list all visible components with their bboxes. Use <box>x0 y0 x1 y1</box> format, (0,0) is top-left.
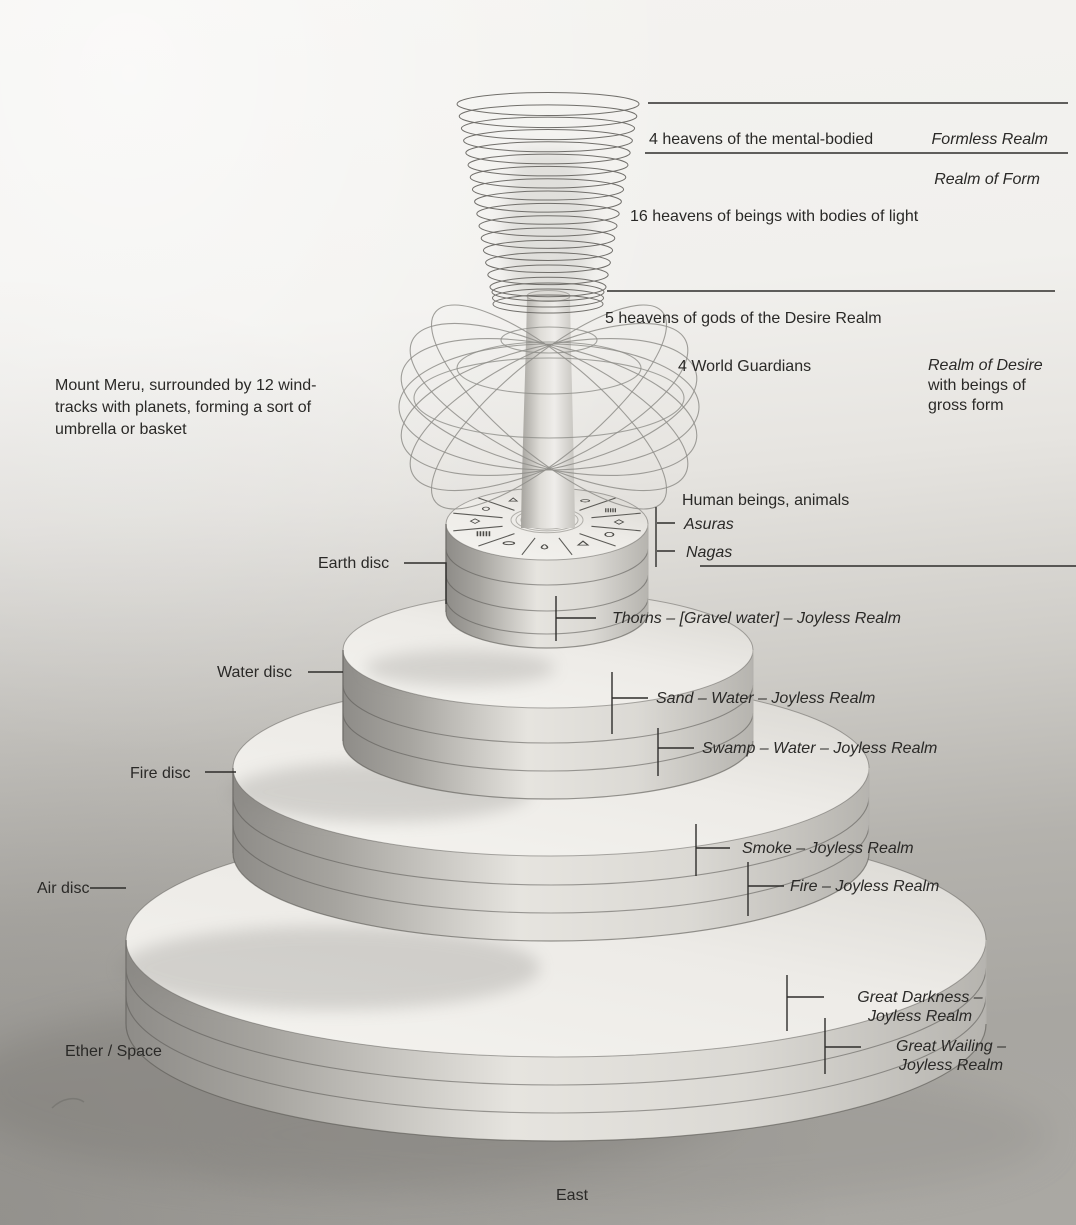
leader-fire-hell <box>747 862 784 916</box>
leader-swamp <box>657 728 694 776</box>
leader-asuras-nagas <box>655 507 675 567</box>
leader-sand <box>611 672 648 734</box>
note-line-3: umbrella or basket <box>55 421 187 438</box>
annotation-lines <box>90 102 1076 1074</box>
label-asuras: Asuras <box>684 516 734 533</box>
label-realm-of-desire-title: Realm of Desire <box>928 357 1043 374</box>
note-line-2: tracks with planets, forming a sort of <box>55 399 312 416</box>
great-darkness-line-1: Great Darkness – <box>857 989 983 1006</box>
label-human-beings: Human beings, animals <box>682 492 850 509</box>
label-realm-of-form: Realm of Form <box>934 171 1040 188</box>
leader-smoke <box>695 824 730 876</box>
label-fire-disc: Fire disc <box>130 765 191 782</box>
note-line-1: Mount Meru, surrounded by 12 wind- <box>55 377 317 394</box>
label-ether-space: Ether / Space <box>65 1043 162 1060</box>
label-four-heavens: 4 heavens of the mental-bodied <box>649 131 874 148</box>
scratch-mark <box>51 1097 85 1109</box>
great-darkness-line-2: Joyless Realm <box>867 1008 973 1025</box>
leader-great-wailing <box>824 1018 861 1074</box>
label-sand-realm: Sand – Water – Joyless Realm <box>656 690 876 707</box>
label-realm-of-desire: Realm of Desire with beings of gross for… <box>928 356 1043 416</box>
mount-meru-column <box>521 290 575 528</box>
leader-great-darkness <box>786 975 824 1031</box>
spiral-heaven-rings <box>456 92 640 314</box>
label-five-heavens: 5 heavens of gods of the Desire Realm <box>605 310 882 327</box>
label-air-disc: Air disc <box>37 880 90 897</box>
label-smoke-realm: Smoke – Joyless Realm <box>742 840 914 857</box>
label-water-disc: Water disc <box>217 664 292 681</box>
label-great-wailing-realm: Great Wailing – Joyless Realm <box>860 1037 1042 1075</box>
drum-cast-shadow <box>365 650 555 686</box>
label-fire-realm: Fire – Joyless Realm <box>790 878 940 895</box>
label-great-darkness-realm: Great Darkness – Joyless Realm <box>829 988 1011 1026</box>
label-mount-meru-note: Mount Meru, surrounded by 12 wind- track… <box>55 375 316 441</box>
great-wailing-line-2: Joyless Realm <box>898 1057 1004 1074</box>
great-wailing-line-1: Great Wailing – <box>896 1038 1006 1055</box>
label-sixteen-heavens: 16 heavens of beings with bodies of ligh… <box>630 208 919 225</box>
fire-tier-cast-shadow <box>120 926 540 1010</box>
label-earth-disc: Earth disc <box>318 555 390 572</box>
label-thorns-realm: Thorns – [Gravel water] – Joyless Realm <box>612 610 901 627</box>
label-east: East <box>556 1187 589 1204</box>
leader-earth-disc <box>404 562 447 604</box>
label-swamp-realm: Swamp – Water – Joyless Realm <box>702 740 938 757</box>
leader-thorns <box>555 596 596 641</box>
wind-track-basket <box>398 304 700 510</box>
label-formless-realm: Formless Realm <box>931 131 1048 148</box>
label-nagas: Nagas <box>686 544 733 561</box>
label-four-world-guardians: 4 World Guardians <box>678 358 812 375</box>
label-realm-of-desire-note-1: with beings of <box>928 377 1026 394</box>
label-realm-of-desire-note-2: gross form <box>928 397 1004 414</box>
